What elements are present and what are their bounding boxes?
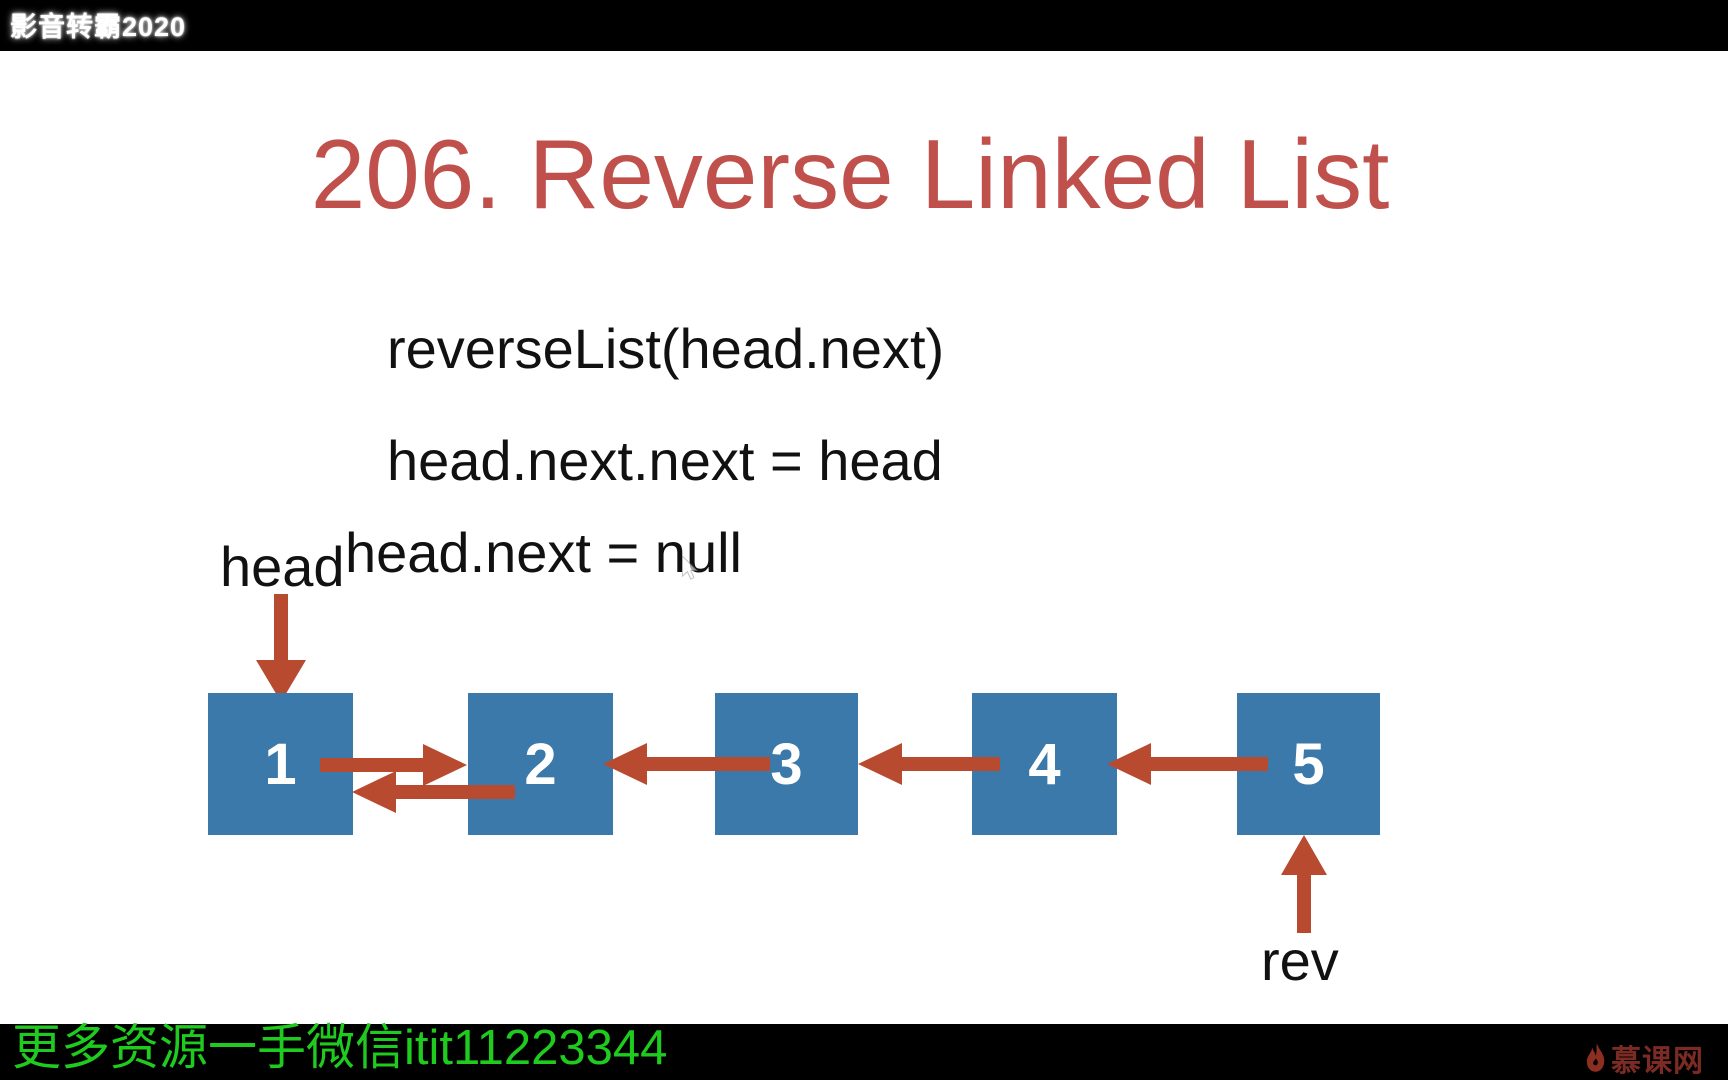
site-logo-text: 慕课网 <box>1611 1045 1704 1078</box>
node-value: 5 <box>1292 731 1325 797</box>
head-pointer-label: head <box>220 535 345 598</box>
site-logo: 慕课网 <box>1585 1036 1704 1080</box>
top-letterbox-bar: 影音转霸2020 <box>0 0 1728 51</box>
head-arrow-shaft <box>274 594 288 662</box>
arrow-1-to-2-right-icon <box>423 744 467 786</box>
arrow-4-to-3-left-icon <box>858 743 902 785</box>
promo-watermark: 更多资源一手微信itit11223344 <box>12 1021 668 1075</box>
mouse-cursor-icon <box>682 556 698 580</box>
arrow-2-to-1-shaft <box>394 785 515 799</box>
arrow-3-to-2-shaft <box>645 757 770 771</box>
rev-arrow-up-icon <box>1281 835 1327 875</box>
slide-title: 206. Reverse Linked List <box>310 119 1390 229</box>
bottom-letterbox-bar <box>0 1024 1728 1080</box>
node-value: 4 <box>1028 731 1061 797</box>
arrow-3-to-2-left-icon <box>603 743 647 785</box>
rev-pointer-label: rev <box>1261 929 1339 992</box>
node-value: 2 <box>524 731 557 797</box>
code-line-reverselist: reverseList(head.next) <box>387 317 945 380</box>
code-line-head-next-null: head.next = null <box>345 521 742 584</box>
arrow-1-to-2-shaft <box>320 758 425 772</box>
arrow-5-to-4-left-icon <box>1107 743 1151 785</box>
list-node-4: 4 <box>972 693 1117 835</box>
arrow-4-to-3-shaft <box>900 757 1000 771</box>
flame-icon <box>1586 1043 1605 1072</box>
node-value: 1 <box>264 731 297 797</box>
node-value: 3 <box>770 731 803 797</box>
video-watermark: 影音转霸2020 <box>10 12 187 42</box>
list-node-2: 2 <box>468 693 613 835</box>
arrow-2-to-1-left-icon <box>352 771 396 813</box>
code-line-head-next-next: head.next.next = head <box>387 429 943 492</box>
arrow-5-to-4-shaft <box>1149 757 1268 771</box>
rev-arrow-shaft <box>1297 872 1311 933</box>
